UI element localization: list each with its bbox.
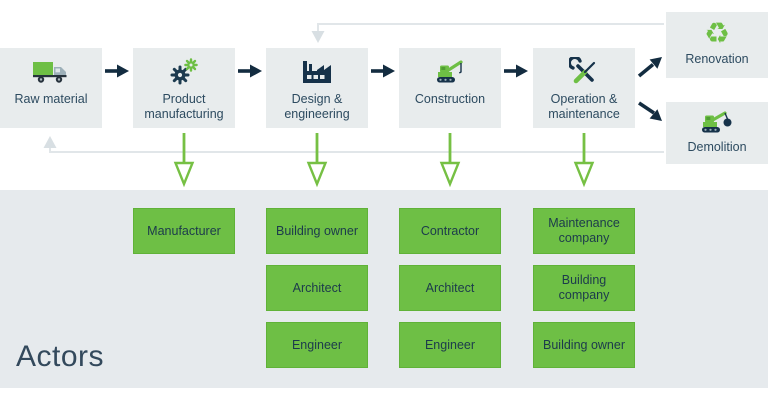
actor-box-manufacturer: Manufacturer [133,208,235,254]
stage-label: Operation & maintenance [548,92,620,122]
stage-construction: Construction [399,48,501,128]
gears-icon [170,58,198,85]
factory-icon [303,61,331,83]
stage-product-manufacturing: Product manufacturing [133,48,235,128]
actor-box-building-owner: Building owner [533,322,635,368]
stage-raw-material: Raw material [0,48,102,128]
truck-icon [33,62,67,83]
stage-label: Construction [414,92,486,106]
actor-arrows [173,133,595,188]
flow-arrow-1 [105,64,129,78]
actor-box-architect: Architect [266,265,368,311]
flow-arrow-renovation [637,57,662,78]
stage-label: Design & engineering [284,92,350,122]
stage-demolition: Demolition [666,102,768,164]
recycle-icon: ♻ [704,15,730,50]
actor-box-engineer: Engineer [266,322,368,368]
stage-label: Renovation [685,52,749,66]
stage-icon-wrap [430,54,470,90]
actors-panel [0,190,768,388]
stage-icon-wrap [167,54,201,90]
actor-box-maintenance-company: Maintenance company [533,208,635,254]
wrecking-ball-icon [702,111,732,133]
stage-icon-wrap [697,106,737,138]
stage-icon-wrap [300,54,334,90]
stage-icon-wrap [32,54,70,90]
actor-box-building-owner: Building owner [266,208,368,254]
actor-arrow-1 [173,133,195,188]
flow-arrow-2 [238,64,262,78]
stage-label: Raw material [14,92,88,106]
flow-arrow-4 [504,64,528,78]
flow-arrow-3 [371,64,395,78]
feedback-line-demolition-to-raw-material [43,136,664,153]
stage-icon-wrap [569,54,599,90]
crane-icon [437,60,463,83]
actor-box-engineer: Engineer [399,322,501,368]
feedback-line-renovation-to-design [311,23,664,43]
stage-renovation: ♻ Renovation [666,12,768,78]
actor-box-contractor: Contractor [399,208,501,254]
tools-icon [569,57,596,84]
stage-operation-maintenance: Operation & maintenance [533,48,635,128]
flow-arrow-demolition [638,101,662,121]
actor-box-architect: Architect [399,265,501,311]
actor-arrow-2 [306,133,328,188]
stage-design-engineering: Design & engineering [266,48,368,128]
actor-arrow-3 [439,133,461,188]
actor-box-building-company: Building company [533,265,635,311]
stage-label: Product manufacturing [144,92,224,122]
actors-section-title: Actors [16,340,105,373]
stage-label: Demolition [687,140,747,154]
stage-icon-wrap: ♻ [704,16,730,50]
actor-arrow-4 [573,133,595,188]
